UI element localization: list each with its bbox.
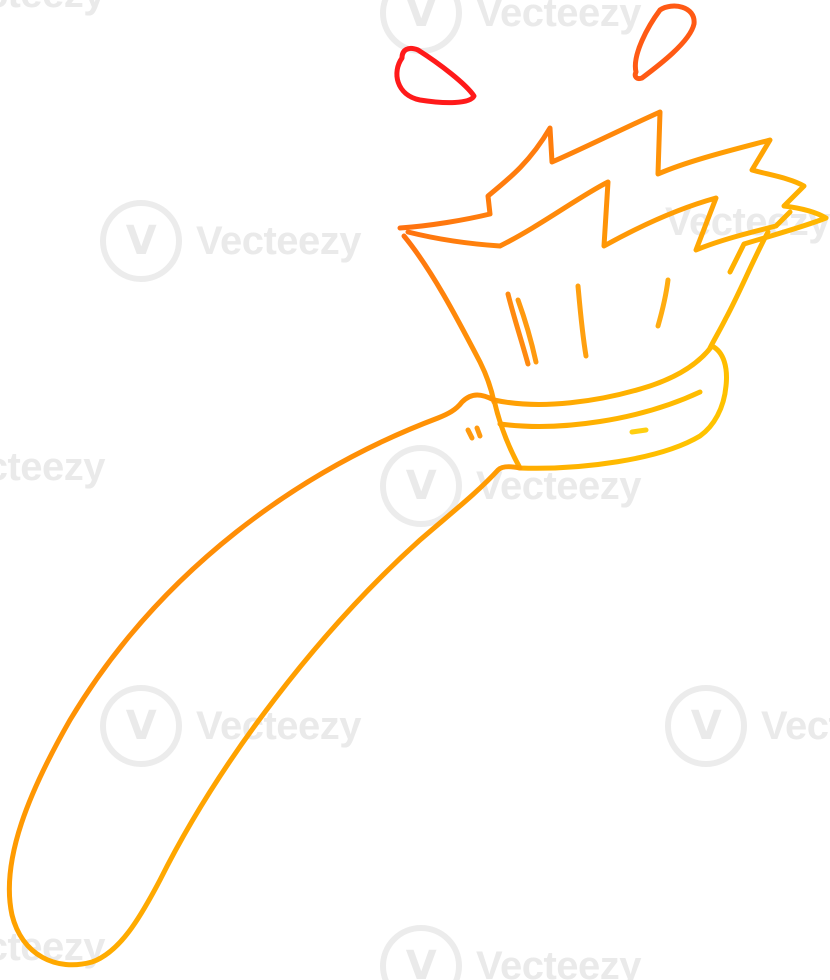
bristle-stroke bbox=[575, 283, 589, 359]
bristle-stroke bbox=[515, 297, 539, 365]
paint-drop-left-icon bbox=[394, 45, 477, 106]
paint-drop-right-icon bbox=[632, 3, 697, 81]
bristle-body-left bbox=[401, 233, 497, 405]
bristle-folds bbox=[405, 179, 793, 253]
bristle-stroke bbox=[655, 277, 671, 329]
brush-handle bbox=[6, 392, 523, 968]
rivet-mark bbox=[465, 427, 475, 441]
bristle-stroke bbox=[505, 291, 531, 367]
rivet-mark bbox=[629, 427, 649, 435]
bristle-tips bbox=[397, 109, 829, 275]
bristle-body-right bbox=[707, 229, 771, 351]
ferrule-band bbox=[497, 389, 703, 429]
rivet-mark bbox=[474, 425, 483, 439]
